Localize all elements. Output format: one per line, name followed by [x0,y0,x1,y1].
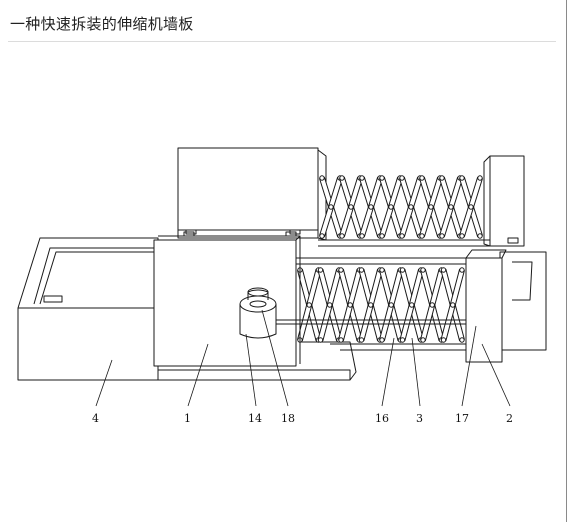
scissor-pivot [306,302,312,308]
callout-14: 14 [248,412,262,425]
scissor-pivot [448,204,454,210]
scissor-pivot [317,337,324,343]
title-divider [8,41,556,42]
scissor-pivot [359,175,365,181]
scissor-pivot [339,233,345,239]
scissor-pivot [420,337,426,343]
leader-lines [95,309,511,407]
scissor-pivot [450,302,456,308]
scissor-pivot [399,175,405,181]
callout-18: 18 [281,412,295,425]
callout-labels: 4 1 14 18 16 3 17 2 [92,412,513,425]
callout-3: 3 [416,412,423,425]
main-box [153,231,301,367]
scissor-pivot [379,337,385,343]
upper-scissor-linkage [318,175,490,247]
lower-scissor-linkage [296,257,470,343]
scissor-pivot [419,233,425,239]
scissor-pivot [358,267,365,273]
scissor-pivot [439,175,445,181]
scissor-pivot [379,267,385,273]
end-box [465,249,547,363]
scissor-pivot [338,267,344,273]
lower-rail [300,341,470,381]
scissor-pivot [399,267,406,273]
page-title: 一种快速拆装的伸缩机墙板 [10,15,194,33]
callout-16: 16 [375,412,389,425]
scissor-pivot [317,267,324,273]
scissor-pivot [439,233,445,239]
motor-knob [239,287,277,339]
scissor-pivot [348,204,354,210]
scissor-pivot [328,204,334,210]
scissor-pivot [408,204,414,210]
scissor-pivot [379,233,385,239]
scissor-pivot [440,337,447,343]
scissor-pivot [358,337,365,343]
scissor-pivot [459,337,465,343]
scissor-pivot [420,267,426,273]
callout-1: 1 [184,412,191,425]
scissor-pivot [440,267,447,273]
scissor-pivot [459,175,465,181]
scissor-pivot [419,175,425,181]
callout-2: 2 [506,412,513,425]
callout-4: 4 [92,412,99,425]
scissor-pivot [319,233,325,239]
upper-rear-housing [177,147,327,241]
scissor-pivot [359,233,365,239]
scissor-pivot [477,175,483,181]
scissor-pivot [399,337,406,343]
scissor-pivot [388,204,394,210]
scissor-pivot [429,302,435,308]
scissor-pivot [368,204,374,210]
scissor-pivot [347,302,353,308]
scissor-pivot [379,175,385,181]
scissor-pivot [339,175,345,181]
scissor-pivot [477,233,483,239]
upper-end-plate [483,155,525,247]
scissor-pivot [338,337,344,343]
scissor-pivot [327,302,333,308]
scissor-pivot [368,302,374,308]
scissor-pivot [459,267,465,273]
base-frame [17,237,351,381]
scissor-pivot [428,204,434,210]
callout-17: 17 [455,412,469,425]
scissor-pivot [409,302,415,308]
scissor-pivot [388,302,394,308]
scissor-pivot [399,233,405,239]
scissor-pivot [319,175,325,181]
page-right-border [566,0,567,522]
scissor-pivot [468,204,474,210]
scissor-pivot [459,233,465,239]
